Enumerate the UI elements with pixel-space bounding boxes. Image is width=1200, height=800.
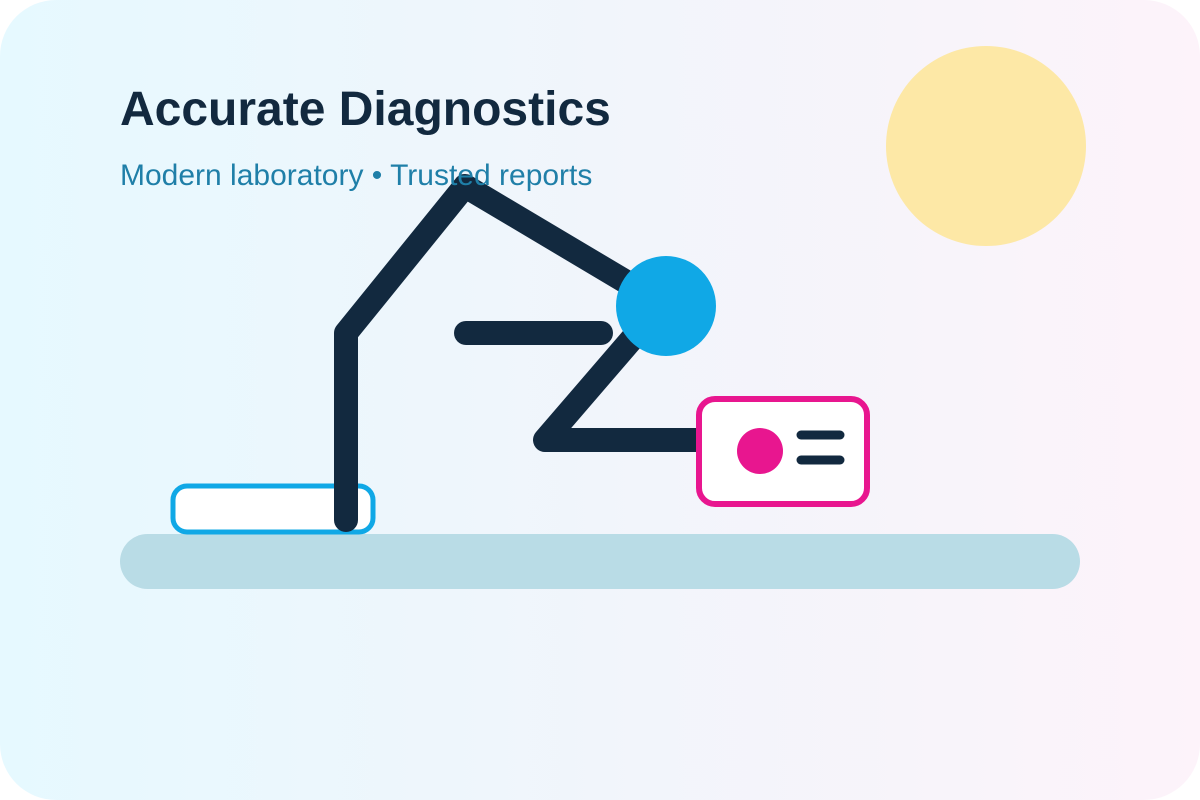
arm-main-segment	[334, 174, 677, 532]
report-card-frame	[696, 396, 870, 507]
sample-tray-icon	[170, 483, 376, 535]
robotic-arm-icon	[334, 174, 717, 532]
report-card-icon	[696, 396, 870, 507]
report-status-dot	[737, 428, 783, 474]
arm-lower-segment	[533, 320, 717, 452]
page-title: Accurate Diagnostics	[120, 83, 611, 136]
page-subtitle: Modern laboratory • Trusted reports	[120, 159, 593, 192]
arm-joint-icon	[616, 256, 716, 356]
lab-bench	[120, 534, 1080, 589]
sun-icon	[886, 46, 1086, 246]
